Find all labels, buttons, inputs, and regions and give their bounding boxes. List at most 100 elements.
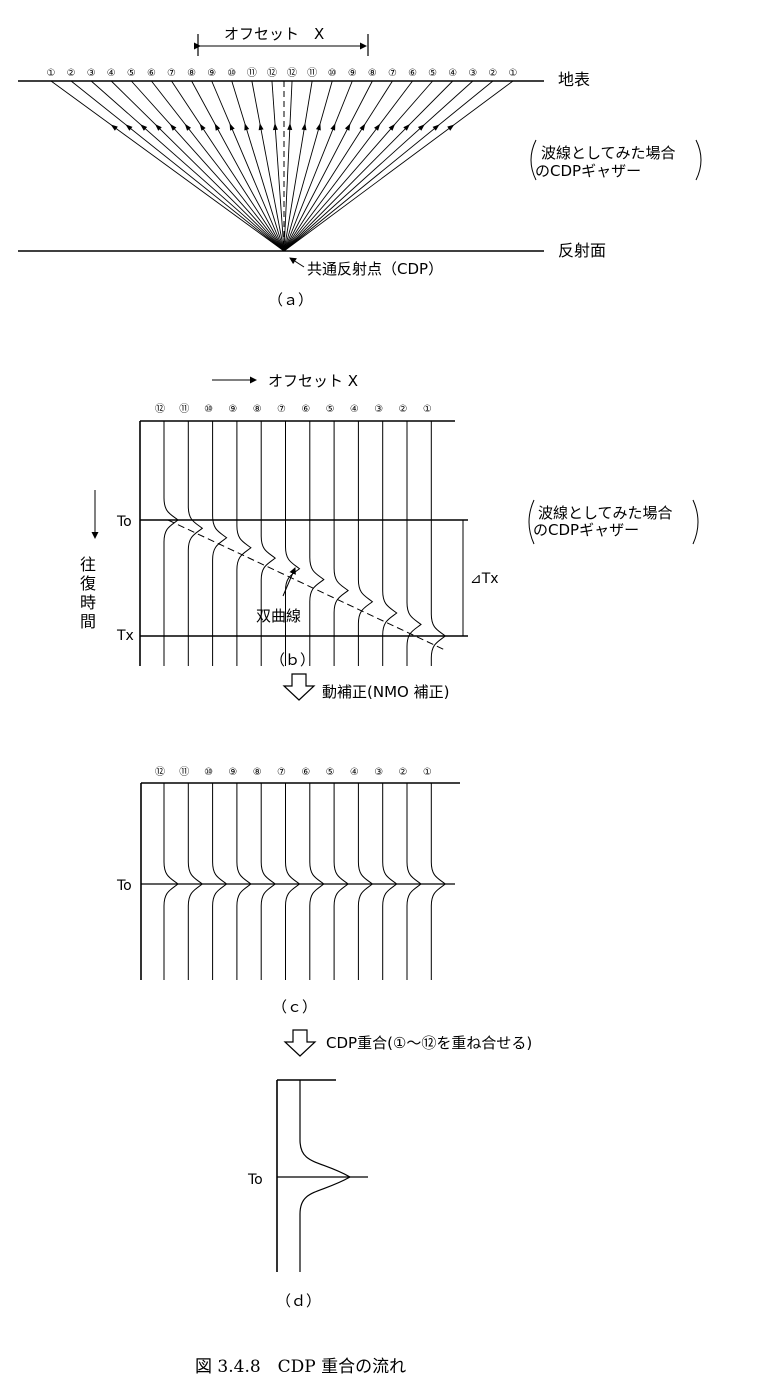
nmo-label: 動補正(NMO 補正) bbox=[322, 683, 449, 701]
ray-arrowhead bbox=[374, 123, 381, 131]
receiver-label: ⑤ bbox=[428, 68, 437, 79]
seismic-trace bbox=[212, 421, 228, 666]
seismic-trace bbox=[212, 783, 228, 980]
ray-path bbox=[283, 80, 393, 252]
ray-arrowhead bbox=[125, 124, 133, 131]
ray-path bbox=[70, 80, 285, 252]
seismic-trace bbox=[333, 421, 349, 666]
ray-path bbox=[283, 80, 373, 252]
ray-arrowhead bbox=[388, 123, 396, 131]
trace-label: ① bbox=[423, 404, 432, 415]
trace-label: ⑩ bbox=[204, 404, 213, 415]
ray-path bbox=[283, 80, 474, 252]
seismic-trace bbox=[163, 421, 179, 666]
trace-label: ② bbox=[399, 404, 408, 415]
seismic-trace bbox=[309, 421, 325, 666]
trace-label: ① bbox=[423, 767, 432, 778]
trace-label: ⑤ bbox=[326, 767, 335, 778]
hyperbola-pointer-arrow bbox=[282, 567, 296, 597]
seismic-trace bbox=[236, 783, 252, 980]
ray-path bbox=[271, 80, 285, 252]
axis-label-char: 時 bbox=[80, 593, 96, 612]
seismic-trace bbox=[187, 783, 204, 980]
receiver-label: ③ bbox=[87, 68, 96, 79]
ray-arrowhead bbox=[344, 123, 351, 131]
seismic-trace bbox=[285, 421, 301, 666]
panel-d: To （ｄ） bbox=[247, 1079, 368, 1310]
ray-arrowhead bbox=[287, 122, 293, 131]
note-left-paren-a bbox=[530, 139, 537, 181]
ray-arrowhead bbox=[330, 123, 336, 131]
caption-b: （ｂ） bbox=[270, 651, 315, 669]
ray-path bbox=[283, 80, 494, 252]
ray-arrowhead bbox=[359, 123, 366, 131]
ray-arrowhead bbox=[214, 123, 221, 131]
ray-path bbox=[283, 80, 454, 252]
seismic-trace bbox=[357, 783, 374, 980]
ray-path bbox=[283, 80, 333, 252]
note-line2-b: のCDPギャザー bbox=[533, 521, 639, 539]
seismic-traces-b bbox=[163, 421, 447, 666]
trace-label: ④ bbox=[350, 767, 359, 778]
t0-label-b: To bbox=[116, 514, 132, 530]
caption-c: （ｃ） bbox=[272, 998, 317, 1016]
receiver-label: ④ bbox=[107, 68, 116, 79]
ray-arrowhead bbox=[184, 123, 192, 131]
trace-label: ⑧ bbox=[253, 767, 262, 778]
receiver-label: ④ bbox=[448, 68, 457, 79]
receiver-label: ② bbox=[67, 68, 76, 79]
ray-path bbox=[283, 80, 353, 252]
receiver-label: ⑫ bbox=[267, 67, 277, 79]
note-line1-b: 波線としてみた場合 bbox=[538, 504, 673, 522]
ray-path bbox=[50, 80, 285, 252]
receiver-label: ② bbox=[488, 68, 497, 79]
cdp-label: 共通反射点（CDP） bbox=[307, 260, 443, 278]
hyperbola-label: 双曲線 bbox=[256, 607, 301, 625]
receiver-label: ⑪ bbox=[247, 67, 257, 79]
receiver-label: ⑩ bbox=[227, 68, 236, 79]
cdp-pointer-arrow bbox=[289, 257, 305, 268]
ray-arrowhead bbox=[110, 124, 118, 131]
caption-d: （ｄ） bbox=[276, 1292, 321, 1310]
note-left-paren-b bbox=[528, 499, 535, 545]
hyperbola-curve bbox=[167, 519, 446, 651]
trace-label: ⑤ bbox=[326, 404, 335, 415]
trace-label: ⑫ bbox=[155, 766, 165, 778]
trace-label: ⑥ bbox=[301, 404, 310, 415]
receiver-label: ⑪ bbox=[307, 67, 317, 79]
receiver-label: ⑧ bbox=[187, 68, 196, 79]
seismic-trace bbox=[260, 783, 277, 980]
receiver-label: ⑦ bbox=[388, 68, 397, 79]
surface-label: 地表 bbox=[558, 70, 590, 89]
ray-path bbox=[90, 80, 285, 252]
ray-path bbox=[151, 80, 285, 252]
trace-label: ③ bbox=[374, 767, 383, 778]
trace-label: ④ bbox=[350, 404, 359, 415]
trace-label: ⑩ bbox=[204, 767, 213, 778]
seismic-trace bbox=[406, 783, 422, 980]
figure-caption: 図 3.4.8 CDP 重合の流れ bbox=[195, 1357, 406, 1377]
note-right-paren-b bbox=[692, 499, 699, 545]
ray-arrowhead bbox=[258, 122, 264, 131]
receiver-label: ⑨ bbox=[207, 68, 216, 79]
trace-label: ⑦ bbox=[277, 404, 286, 415]
receiver-label: ⑤ bbox=[127, 68, 136, 79]
stacked-trace bbox=[299, 1080, 352, 1272]
trace-label: ⑦ bbox=[277, 767, 286, 778]
axis-label-char: 間 bbox=[80, 612, 96, 631]
trace-label: ⑫ bbox=[155, 403, 165, 415]
ray-path bbox=[131, 80, 285, 252]
note-right-paren-a bbox=[695, 139, 702, 181]
ray-path bbox=[191, 80, 285, 252]
trace-label: ⑪ bbox=[179, 766, 189, 778]
ray-path bbox=[283, 80, 433, 252]
ray-path bbox=[171, 80, 285, 252]
ray-paths bbox=[50, 80, 514, 252]
trace-label: ⑨ bbox=[228, 404, 237, 415]
trace-label: ③ bbox=[374, 404, 383, 415]
stack-label: CDP重合(①～⑫を重ね合せる) bbox=[326, 1034, 532, 1052]
